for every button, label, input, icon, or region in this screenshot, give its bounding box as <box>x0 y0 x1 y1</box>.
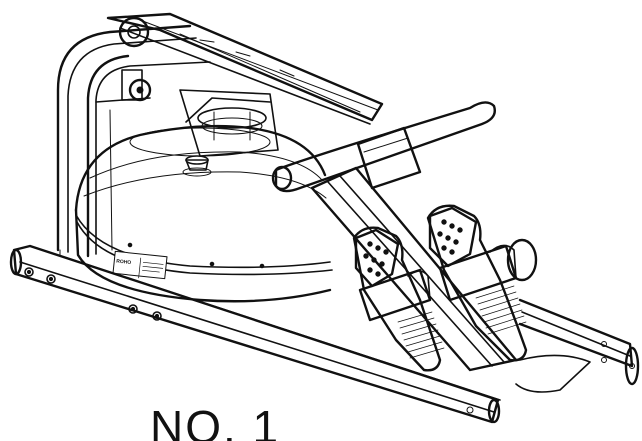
adjust-hole <box>367 241 373 247</box>
right-strap-buckle <box>489 244 517 279</box>
adjust-hole <box>441 245 447 251</box>
beam-bolt <box>46 274 56 284</box>
rear-beam-end <box>624 346 640 386</box>
frame-arch-rear-inner <box>95 61 211 255</box>
adjust-hole <box>371 257 377 263</box>
housing-ring <box>197 107 267 129</box>
adjust-hole <box>445 235 451 241</box>
rail-top-face <box>106 12 384 122</box>
handlebar-grip <box>274 101 496 193</box>
seat-mount-edge <box>363 137 409 153</box>
handlebar <box>271 101 496 193</box>
label-plate-text: ROHO <box>116 259 132 267</box>
right-heel-cup <box>428 206 478 268</box>
rear-pulley-hub <box>127 25 141 39</box>
frame-arch-inner <box>67 37 197 253</box>
rim-bolt <box>259 263 265 269</box>
left-footboard <box>352 226 442 372</box>
housing-back <box>179 89 279 157</box>
left-strap-buckle <box>407 270 431 301</box>
housing-top <box>185 97 271 123</box>
beam-end-cap-right <box>487 398 501 424</box>
figure-caption: NO. 1 <box>150 401 281 441</box>
handlebar-end <box>271 165 293 191</box>
beam-bolt-center <box>130 306 136 312</box>
beam-hole <box>466 406 474 414</box>
left-tread <box>397 311 445 359</box>
tank-rim-1 <box>75 214 331 269</box>
seat-mount <box>356 126 422 190</box>
rail-belt-lower <box>179 33 361 113</box>
housing-ring-lower <box>201 117 263 135</box>
beam-bolt <box>24 267 34 277</box>
tank-plug-top <box>185 155 209 165</box>
tank-plug-base <box>182 167 212 177</box>
rear-beam-hole <box>601 341 607 347</box>
roller-bracket <box>121 69 143 101</box>
tank-lid-ring <box>89 151 323 181</box>
water-tank: ROHO <box>74 124 333 303</box>
label-plate-line <box>142 269 160 273</box>
beam-front-face <box>12 244 500 424</box>
rear-beam-mid <box>521 311 631 357</box>
tank-plug <box>185 159 209 171</box>
tank-frame <box>56 24 211 258</box>
right-strap-ring <box>506 238 538 282</box>
beam-end-cap <box>9 248 23 276</box>
beam-top-edge <box>29 245 501 401</box>
rear-beam-hole <box>601 357 607 363</box>
beam-bolt-center <box>26 269 32 275</box>
tank-body-lower <box>74 208 332 303</box>
rail-edge <box>119 27 371 125</box>
right-tread <box>475 285 527 335</box>
adjust-hole <box>375 271 381 277</box>
adjust-hole <box>449 249 455 255</box>
frame-arch-rear <box>86 54 130 258</box>
housing-posts <box>213 111 251 141</box>
frame-arch-outer <box>56 24 192 252</box>
beam-bolt <box>128 304 138 314</box>
left-footrest <box>352 226 445 372</box>
rear-beam-end-hole <box>629 363 635 369</box>
top-rail <box>106 12 384 125</box>
drive-housing <box>179 89 279 157</box>
tank-rim-2 <box>76 221 333 276</box>
adjust-hole <box>457 227 463 233</box>
right-footboard <box>426 204 528 362</box>
tank-lid-dome <box>74 124 327 212</box>
rear-beam <box>515 298 640 393</box>
beam-mid-line <box>19 261 495 413</box>
adjust-hole <box>437 231 443 237</box>
tank-lid-ring-2 <box>83 171 327 199</box>
rim-bolt <box>127 242 133 248</box>
label-plate-divider <box>138 257 142 279</box>
adjust-hole <box>449 223 455 229</box>
adjust-hole <box>453 239 459 245</box>
adjust-hole <box>367 267 373 273</box>
rail-belt <box>139 19 379 111</box>
frame-hidden-edge <box>109 109 113 251</box>
adjust-hole <box>383 249 389 255</box>
rear-pulley <box>118 16 150 48</box>
rim-bolt <box>209 261 215 267</box>
beam-bolt-center <box>154 313 160 319</box>
footboards <box>352 204 538 372</box>
adjust-hole <box>375 245 381 251</box>
adjust-hole <box>379 261 385 267</box>
front-beam <box>9 244 501 424</box>
right-footrest <box>426 204 538 362</box>
left-heel-cup <box>354 228 400 288</box>
adjust-hole <box>363 253 369 259</box>
rail-end-stop <box>515 354 591 393</box>
monorail-track <box>339 175 505 363</box>
beam-bolt <box>152 311 162 321</box>
label-plate-line <box>142 261 164 265</box>
rear-beam-body <box>518 298 634 368</box>
rail-details <box>199 39 295 77</box>
beam-bolt-center <box>48 276 54 282</box>
label-plate-line <box>142 265 164 269</box>
adjust-hole <box>441 219 447 225</box>
